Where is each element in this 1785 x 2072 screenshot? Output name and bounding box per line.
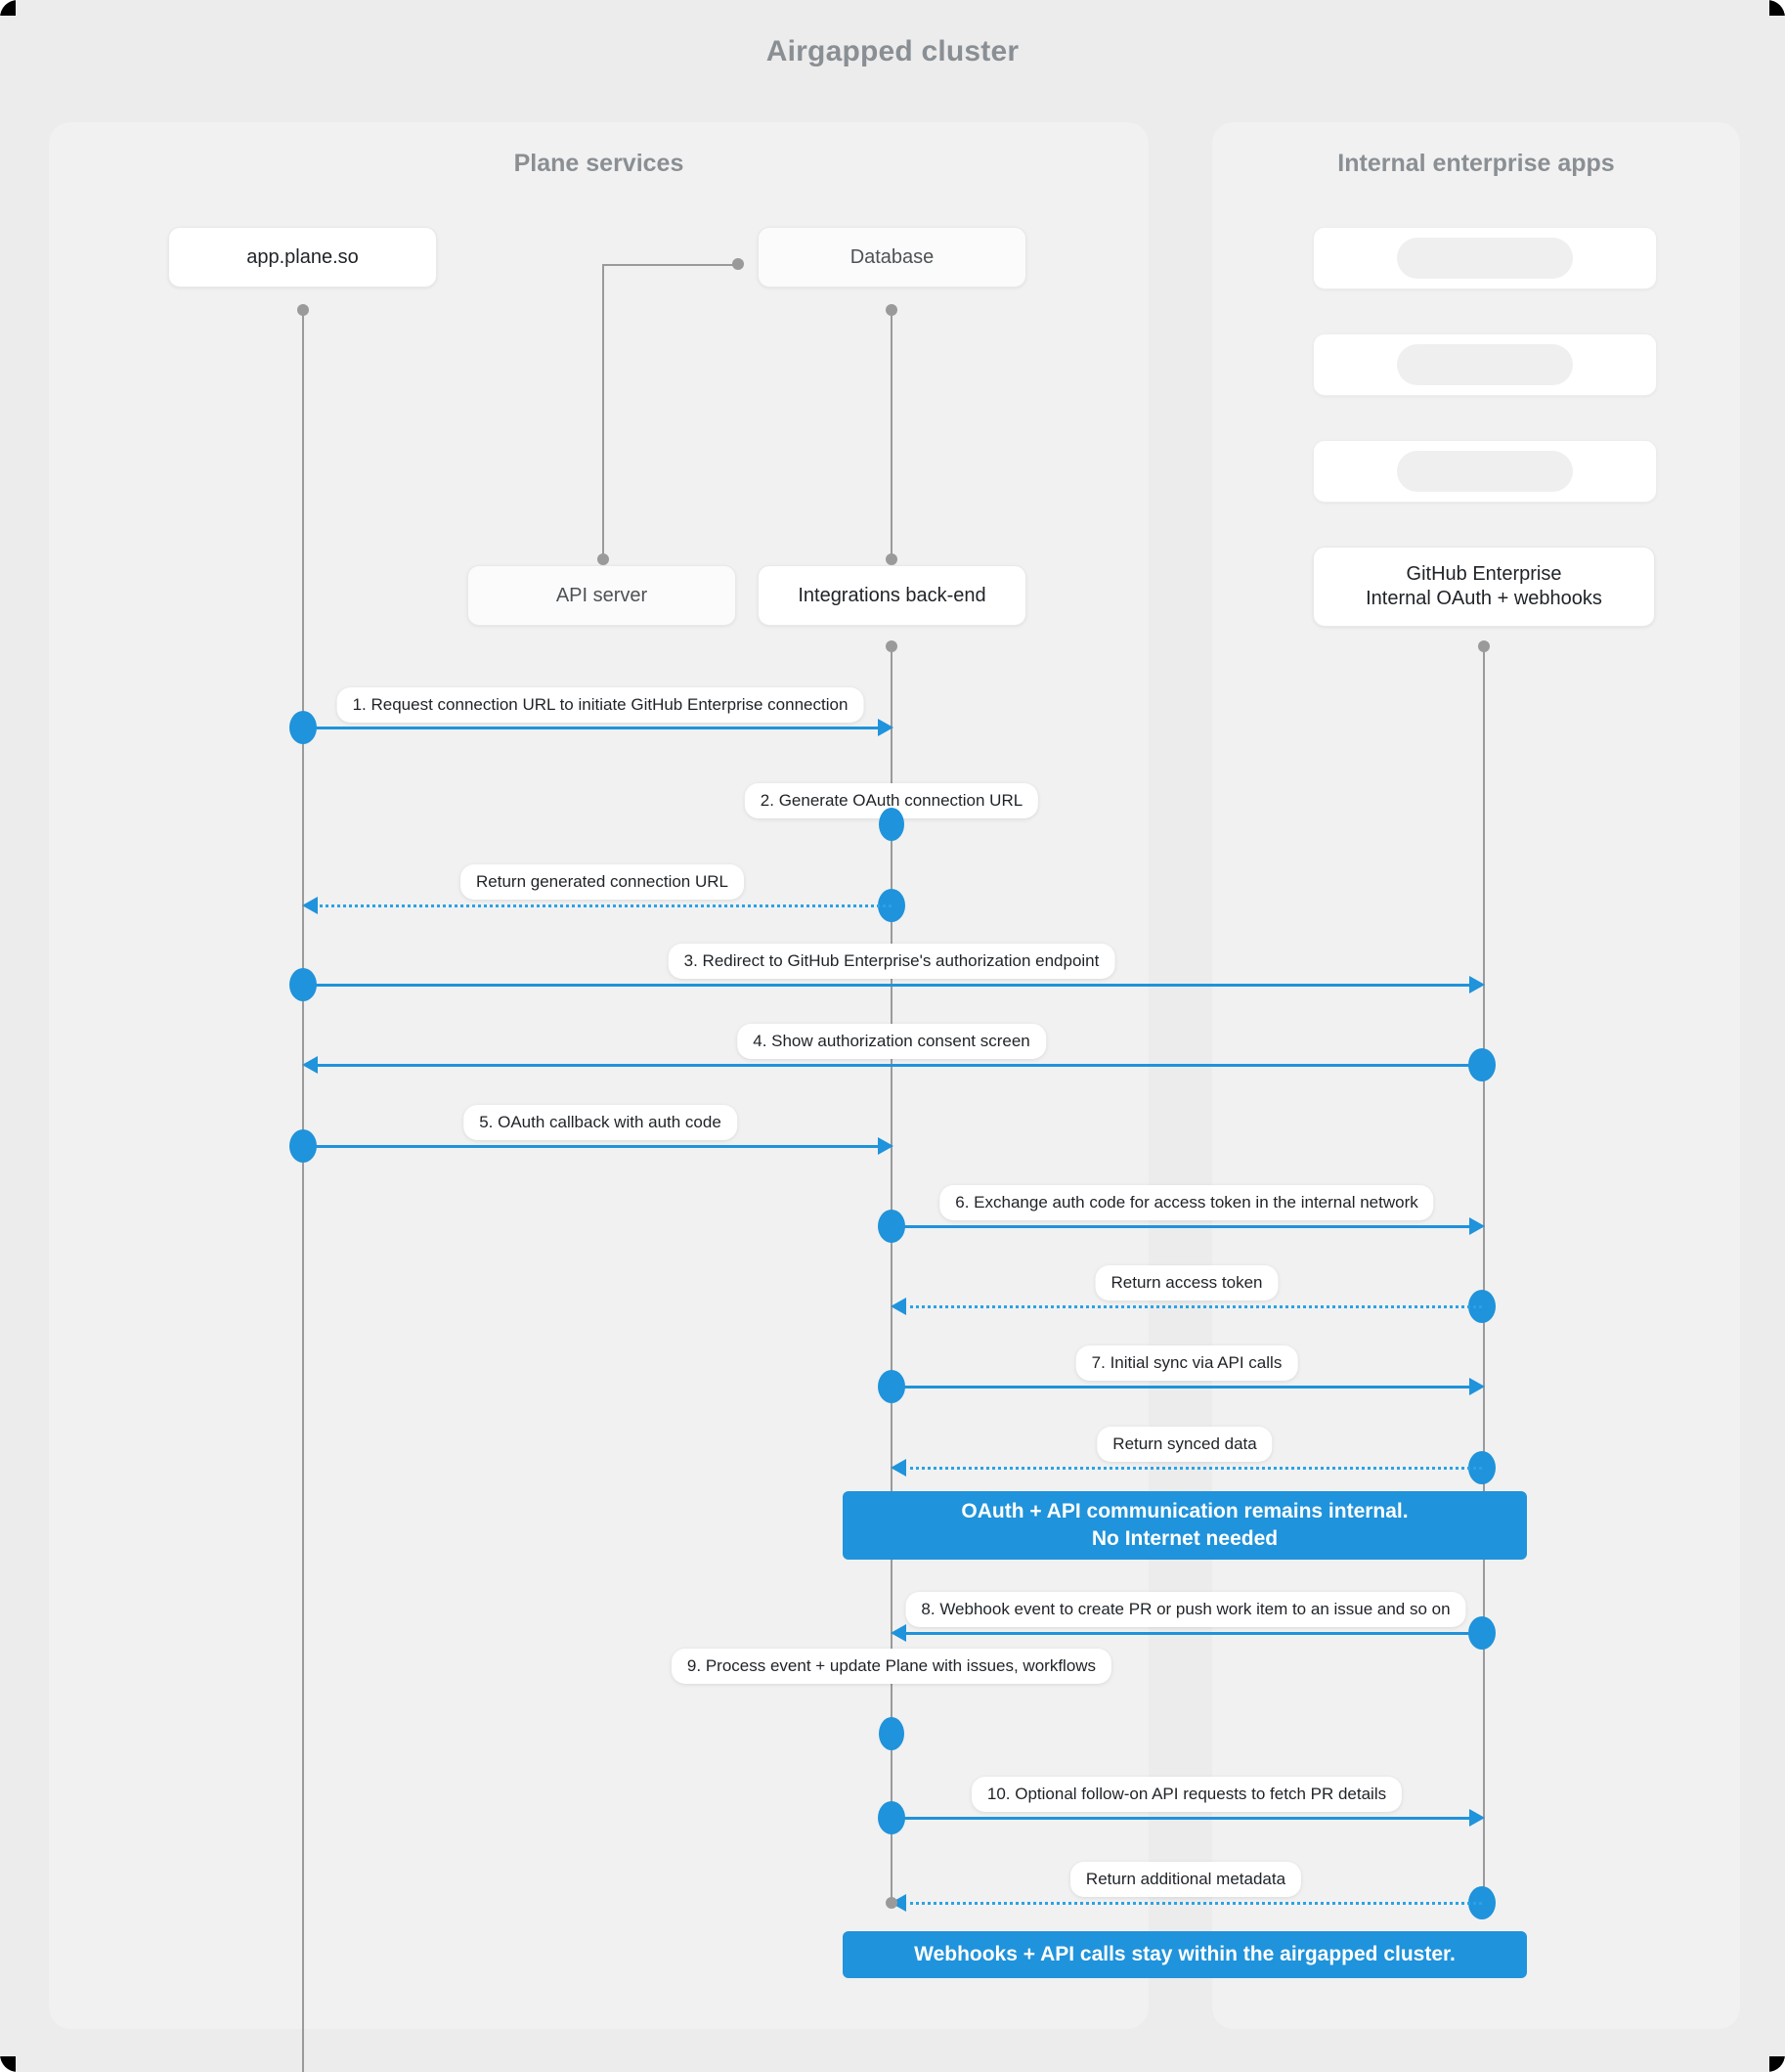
panel-plane-services-title: Plane services (513, 150, 684, 177)
message-line-13 (892, 1817, 1476, 1820)
participant-label: app.plane.so (246, 245, 359, 268)
message-arrowhead-8 (891, 1298, 906, 1315)
message-self-dot-2 (879, 808, 904, 841)
placeholder-bar (1397, 238, 1573, 279)
message-arrowhead-1 (878, 719, 893, 736)
message-label-11: 8. Webhook event to create PR or push wo… (905, 1592, 1466, 1628)
lifeline-integrations-backend (891, 646, 892, 1908)
participant-label: Database (849, 245, 935, 268)
message-line-1 (303, 727, 885, 729)
placeholder-card-3[interactable] (1313, 440, 1657, 503)
crop-mark-top-left (0, 0, 16, 16)
lifeline-database (891, 310, 892, 559)
message-arrowhead-13 (1469, 1809, 1485, 1827)
message-self-dot-12 (879, 1717, 904, 1750)
elbow-horizontal-api-to-database (602, 264, 738, 266)
message-terminator-dot-14 (886, 1897, 897, 1909)
participant-label: API server (555, 584, 648, 606)
message-line-4 (303, 984, 1476, 987)
message-arrowhead-11 (891, 1624, 906, 1642)
panel-internal-enterprise-apps-title: Internal enterprise apps (1337, 150, 1615, 177)
elbow-dot-api-server (597, 553, 609, 565)
message-label-5: 4. Show authorization consent screen (737, 1024, 1046, 1060)
message-line-6 (303, 1145, 885, 1148)
elbow-vertical-api-to-database (602, 265, 604, 558)
lifeline-app-plane-so (302, 310, 304, 2072)
participant-api-server[interactable]: API server (467, 565, 736, 626)
message-arrowhead-10 (891, 1459, 906, 1477)
participant-database[interactable]: Database (758, 227, 1026, 287)
crop-mark-top-right (1769, 0, 1785, 16)
message-label-7: 6. Exchange auth code for access token i… (939, 1185, 1434, 1221)
message-label-14: Return additional metadata (1069, 1862, 1302, 1898)
message-arrowhead-7 (1469, 1217, 1485, 1235)
crop-mark-bottom-left (0, 2056, 16, 2072)
message-label-10: Return synced data (1097, 1427, 1273, 1463)
message-label-3: Return generated connection URL (460, 864, 744, 901)
message-label-12: 9. Process event + update Plane with iss… (671, 1649, 1112, 1685)
message-arrowhead-6 (878, 1137, 893, 1155)
message-line-11 (903, 1632, 1482, 1635)
message-arrowhead-9 (1469, 1378, 1485, 1395)
message-label-4: 3. Redirect to GitHub Enterprise's autho… (668, 944, 1115, 980)
message-line-8 (903, 1305, 1482, 1308)
crop-mark-bottom-right (1769, 2056, 1785, 2072)
placeholder-card-1[interactable] (1313, 227, 1657, 289)
participant-app-plane-so[interactable]: app.plane.so (168, 227, 437, 287)
placeholder-bar (1397, 451, 1573, 492)
placeholder-card-2[interactable] (1313, 333, 1657, 396)
message-label-1: 1. Request connection URL to initiate Gi… (336, 687, 864, 724)
lifeline-dot-database-end (886, 553, 897, 565)
message-arrowhead-5 (302, 1056, 318, 1074)
participant-github-enterprise[interactable]: GitHub Enterprise Internal OAuth + webho… (1313, 547, 1655, 627)
lifeline-github-enterprise (1483, 646, 1485, 1908)
message-label-8: Return access token (1095, 1265, 1279, 1301)
panel-plane-services: Plane services (49, 122, 1149, 2029)
participant-label: Integrations back-end (798, 584, 986, 606)
note-oauth-internal: OAuth + API communication remains intern… (843, 1491, 1527, 1560)
note-line1: Webhooks + API calls stay within the air… (914, 1942, 1456, 1965)
message-label-6: 5. OAuth callback with auth code (463, 1105, 737, 1141)
note-airgapped-cluster: Webhooks + API calls stay within the air… (843, 1931, 1527, 1978)
message-line-9 (892, 1386, 1476, 1389)
message-arrowhead-4 (1469, 976, 1485, 993)
message-line-5 (315, 1064, 1482, 1067)
message-label-13: 10. Optional follow-on API requests to f… (971, 1777, 1403, 1813)
message-label-9: 7. Initial sync via API calls (1075, 1345, 1298, 1382)
note-line1: OAuth + API communication remains intern… (961, 1499, 1409, 1522)
note-line2: No Internet needed (1091, 1527, 1279, 1550)
page-title: Airgapped cluster (765, 35, 1020, 67)
message-arrowhead-3 (302, 897, 318, 914)
message-line-7 (892, 1225, 1476, 1228)
message-line-10 (903, 1467, 1482, 1470)
participant-integrations-backend[interactable]: Integrations back-end (758, 565, 1026, 626)
placeholder-bar (1397, 344, 1573, 385)
participant-label-line2: Internal OAuth + webhooks (1366, 588, 1602, 609)
elbow-dot-database-in (732, 258, 744, 270)
participant-label-line1: GitHub Enterprise (1406, 563, 1562, 585)
message-line-14 (903, 1902, 1482, 1905)
message-line-3 (315, 904, 892, 907)
